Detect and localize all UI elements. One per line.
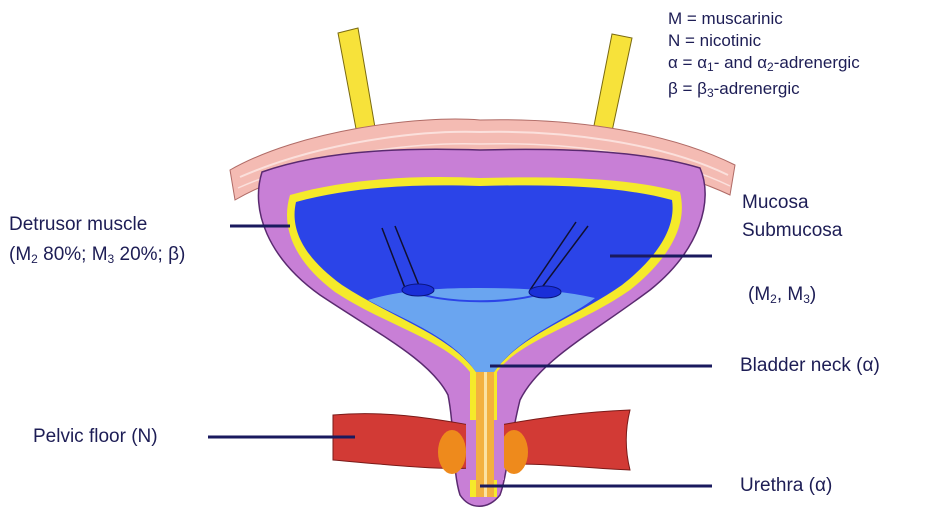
- legend: M = muscarinic N = nicotinic α = α1- and…: [668, 8, 860, 104]
- legend-beta: β = β3-adrenergic: [668, 78, 860, 104]
- label-bladder-neck: Bladder neck (α): [740, 355, 880, 377]
- legend-n: N = nicotinic: [668, 30, 860, 52]
- receptor-ellipse-left: [402, 284, 434, 296]
- label-mucosa-receptors: (M2, M3): [748, 284, 816, 310]
- label-detrusor-title: Detrusor muscle: [9, 214, 147, 236]
- label-mucosa: Mucosa: [742, 192, 809, 214]
- label-submucosa: Submucosa: [742, 220, 842, 242]
- receptor-ellipse-right: [529, 286, 561, 298]
- sphincter-left: [438, 430, 466, 474]
- label-urethra: Urethra (α): [740, 475, 832, 497]
- label-pelvic-floor: Pelvic floor (N): [33, 426, 158, 448]
- legend-m: M = muscarinic: [668, 8, 860, 30]
- label-detrusor-receptors: (M2 80%; M3 20%; β): [9, 244, 185, 270]
- sphincter-right: [500, 430, 528, 474]
- legend-alpha: α = α1- and α2-adrenergic: [668, 52, 860, 78]
